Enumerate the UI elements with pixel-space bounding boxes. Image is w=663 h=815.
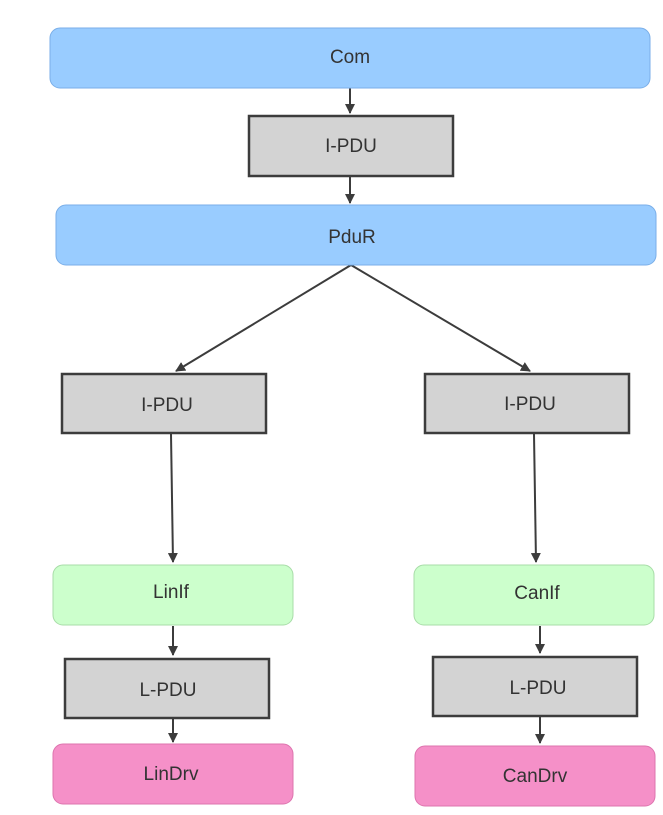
lpdu-left-label: L-PDU [139,680,196,701]
linif-module-box [52,564,294,626]
pdur-module-node: PduR [55,204,657,266]
lindrv-module-box [52,743,294,805]
ipdu-right-box [423,372,631,435]
edge-pdur-to-ipdu-right [350,264,531,372]
ipdu-right-label: I-PDU [504,394,556,415]
ipdu-top-label: I-PDU [325,136,377,157]
pdur-module-label: PduR [328,227,376,248]
edges [167,88,545,744]
pdur-module-box [55,204,657,266]
lpdu-right-label: L-PDU [509,678,566,699]
candrv-module-node: CanDrv [414,745,656,807]
candrv-module-label: CanDrv [503,766,568,787]
ipdu-top-node: I-PDU [247,114,455,178]
ipdu-left-label: I-PDU [141,395,193,416]
linif-module-node: LinIf [52,564,294,626]
com-module-label: Com [330,47,370,68]
com-module-node: Com [49,27,651,89]
candrv-module-box [414,745,656,807]
ipdu-left-box [60,372,268,435]
lindrv-module-label: LinDrv [144,764,199,785]
ipdu-top-box [247,114,455,178]
canif-module-box [413,564,655,626]
edge-pdur-to-ipdu-left [175,264,352,372]
lpdu-left-node: L-PDU [63,657,271,720]
linif-module-label: LinIf [153,582,190,603]
ipdu-left-node: I-PDU [60,372,268,435]
lpdu-right-node: L-PDU [431,655,639,718]
lpdu-left-box [63,657,271,720]
canif-module-node: CanIf [413,564,655,626]
canif-module-label: CanIf [514,583,560,604]
edge-ipdu-left-to-linif [167,433,178,563]
lpdu-right-box [431,655,639,718]
com-module-box [49,27,651,89]
ipdu-right-node: I-PDU [423,372,631,435]
lindrv-module-node: LinDrv [52,743,294,805]
edge-ipdu-right-to-canif [530,433,541,563]
